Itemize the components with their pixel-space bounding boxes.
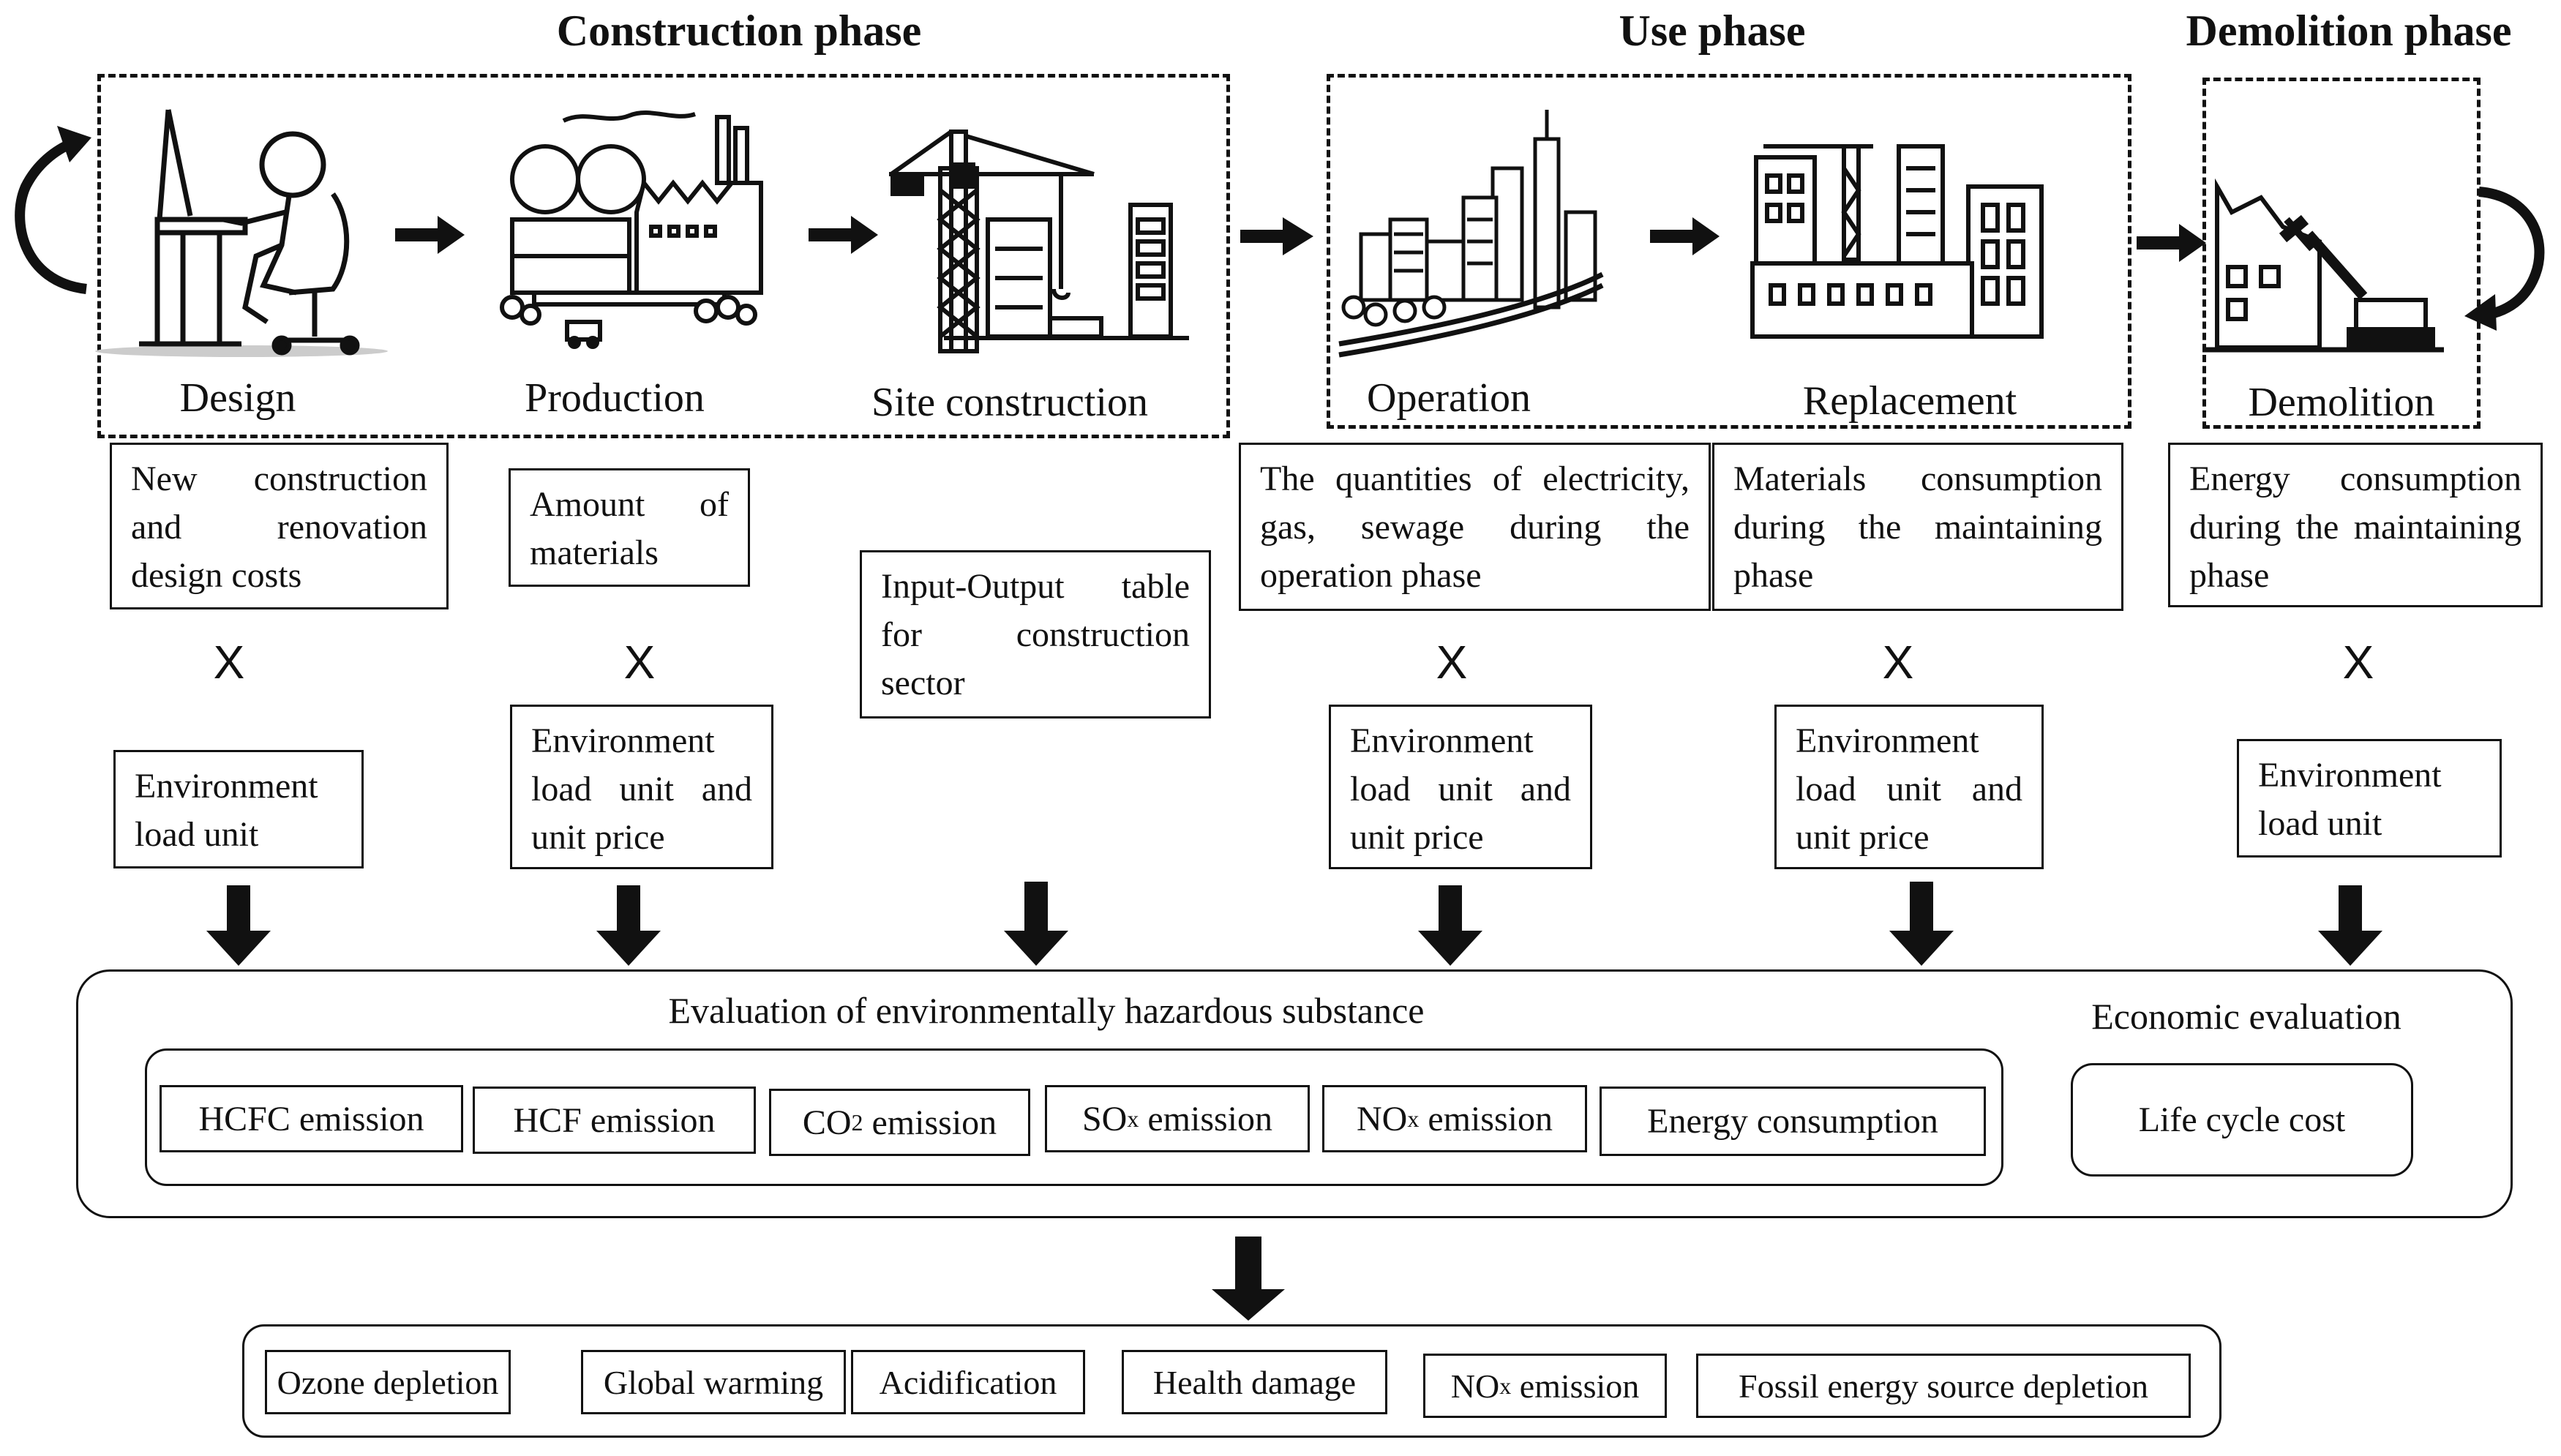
down-arrow-site [1004, 882, 1068, 966]
input-replacement-materials: Materials consumption during the maintai… [1712, 443, 2123, 611]
multiply-design: X [213, 636, 245, 688]
person-at-desk-icon [95, 109, 388, 357]
city-skyline-icon [1338, 110, 1604, 358]
multiply-replacement: X [1882, 636, 1914, 688]
stage-arrow-4 [1650, 217, 1720, 255]
multiply-production: X [623, 636, 656, 688]
impact-nox-main: NO [1450, 1367, 1500, 1405]
emission-co2-rest: emission [863, 1103, 997, 1142]
factory-icon [500, 110, 763, 349]
impact-fossil-energy-depletion-text: Fossil energy source depletion [1739, 1367, 2148, 1405]
multiply-demolition: X [2342, 636, 2374, 688]
excavator-demolition-icon [2202, 178, 2444, 353]
use-phase-title: Use phase [1619, 7, 1806, 55]
down-arrow-design [206, 885, 271, 966]
tower-crane-icon [889, 130, 1189, 353]
emission-nox-main: NO [1357, 1099, 1408, 1138]
input-operation-quantities: The quantities of electricity, gas, sewa… [1239, 443, 1711, 611]
impact-global-warming: Global warming [581, 1350, 846, 1414]
input-amount-of-materials: Amount of materials [509, 468, 750, 587]
building-repair-icon [1750, 144, 2044, 339]
construction-phase-frame [97, 74, 1230, 438]
factor-replacement: Environment load unit and unit price [1774, 705, 2044, 869]
impact-nox-rest: emission [1511, 1367, 1640, 1405]
input-io-table: Input-Output table for construction sect… [860, 550, 1211, 718]
impact-fossil-energy-depletion: Fossil energy source depletion [1696, 1354, 2191, 1418]
stage-arrow-5 [2137, 224, 2206, 262]
hazard-evaluation-title: Evaluation of environmentally hazardous … [668, 990, 1425, 1031]
impact-health-damage: Health damage [1122, 1350, 1387, 1414]
construction-phase-title: Construction phase [556, 7, 922, 55]
input-demolition-energy: Energy consumption during the maintainin… [2168, 443, 2543, 607]
cycle-arrow-right-icon [2464, 187, 2545, 331]
stage-label-design: Design [179, 375, 296, 421]
impact-ozone-depletion: Ozone depletion [265, 1350, 511, 1414]
economic-evaluation-title: Economic evaluation [2091, 996, 2401, 1037]
demolition-phase-frame [2202, 78, 2481, 429]
factor-production: Environment load unit and unit price [510, 705, 773, 869]
emission-sox-main: SO [1081, 1099, 1128, 1138]
impact-acidification: Acidification [851, 1350, 1085, 1414]
emission-hcfc-main: HCFC emission [198, 1099, 424, 1138]
stage-arrow-3 [1240, 217, 1313, 255]
demolition-phase-title: Demolition phase [2186, 7, 2512, 55]
factor-operation: Environment load unit and unit price [1329, 705, 1592, 869]
emission-energy: Energy consumption [1600, 1087, 1986, 1156]
factor-design: Environment load unit [113, 750, 364, 868]
emission-sox-rest: emission [1139, 1099, 1273, 1138]
emission-hcfc: HCFC emission [160, 1085, 463, 1152]
stage-label-production: Production [525, 375, 705, 421]
stage-arrow-2 [809, 216, 878, 254]
emission-nox-rest: emission [1419, 1099, 1553, 1138]
stage-label-replacement: Replacement [1802, 378, 2017, 424]
emission-co2-main: CO [802, 1103, 852, 1142]
impact-acidification-text: Acidification [879, 1363, 1057, 1401]
stage-arrow-1 [395, 216, 465, 254]
impact-ozone-depletion-text: Ozone depletion [277, 1363, 499, 1401]
stage-label-site-construction: Site construction [871, 380, 1148, 425]
emission-energy-main: Energy consumption [1647, 1102, 1938, 1141]
emission-hcf: HCF emission [473, 1087, 756, 1154]
down-arrow-replacement [1889, 882, 1954, 966]
use-phase-frame [1327, 74, 2131, 429]
down-arrow-production [596, 885, 661, 966]
life-cycle-cost: Life cycle cost [2071, 1063, 2413, 1177]
impact-health-damage-text: Health damage [1152, 1363, 1357, 1401]
multiply-operation: X [1436, 636, 1468, 688]
emission-hcf-main: HCF emission [513, 1100, 716, 1140]
down-arrow-operation [1418, 885, 1482, 966]
down-arrow-demolition [2318, 885, 2382, 966]
factor-demolition: Environment load unit [2237, 739, 2502, 858]
cycle-arrow-left-icon [15, 126, 91, 294]
stage-label-demolition: Demolition [2248, 380, 2435, 425]
down-arrow-evaluation [1212, 1237, 1285, 1321]
stage-label-operation: Operation [1367, 375, 1531, 421]
impact-global-warming-text: Global warming [603, 1363, 824, 1401]
input-design-costs: New construction and renovation design c… [110, 443, 449, 609]
